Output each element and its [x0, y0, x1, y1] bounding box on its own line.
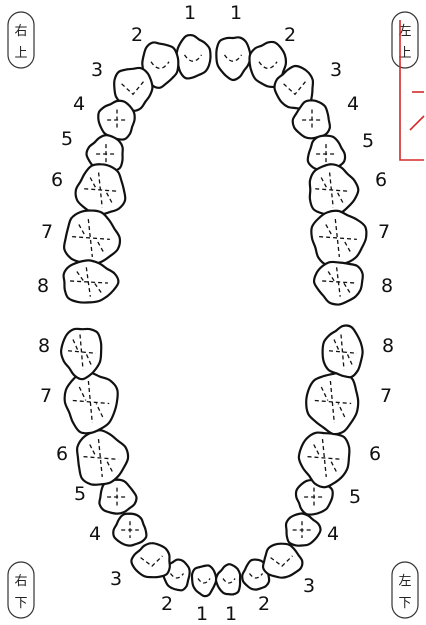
tooth-number-lower-right-7: 7 [40, 385, 52, 407]
quadrant-label-lower-left: 左 下 [392, 562, 418, 618]
tooth-number-lower-right-8: 8 [38, 335, 50, 357]
quadrant-upper-right-char-1: 右 [14, 24, 27, 39]
tooth-number-lower-right-3: 3 [110, 568, 122, 590]
tooth-upper-left-1 [216, 37, 250, 80]
tooth-outline-upper-left-7 [311, 211, 366, 266]
quadrant-lower-left-char-1: 左 [398, 574, 411, 589]
quadrant-label-upper-right: 右 上 [8, 12, 34, 68]
tooth-lower-right-6 [77, 430, 128, 485]
tooth-upper-right-4 [98, 101, 134, 140]
tooth-lower-left-7 [306, 372, 358, 434]
tooth-number-lower-right-2: 2 [161, 593, 173, 615]
tooth-outline-upper-right-1 [176, 35, 210, 78]
tooth-lower-left-3 [263, 544, 302, 578]
tooth-outline-lower-right-8 [61, 329, 101, 379]
quadrant-label-lower-right: 右 下 [8, 562, 34, 618]
tooth-number-lower-left-7: 7 [380, 385, 392, 407]
quadrant-lower-left-char-2: 下 [398, 596, 411, 611]
tooth-upper-left-7 [311, 211, 366, 266]
tooth-lower-right-1 [192, 565, 216, 596]
tooth-upper-left-6 [310, 164, 359, 214]
tooth-number-lower-right-5: 5 [74, 483, 86, 505]
tooth-number-upper-right-3: 3 [91, 59, 103, 81]
tooth-outline-lower-left-6 [299, 433, 350, 488]
tooth-number-lower-left-4: 4 [327, 523, 339, 545]
tooth-number-lower-left-5: 5 [349, 486, 361, 508]
quadrant-lower-right-char-2: 下 [14, 596, 27, 611]
tooth-lower-left-4 [286, 513, 321, 545]
tooth-upper-right-6 [76, 164, 126, 214]
quadrant-lower-right-char-1: 右 [14, 574, 27, 589]
tooth-outline-lower-right-1 [192, 565, 216, 596]
tooth-outline-upper-left-1 [216, 37, 250, 80]
tooth-number-upper-right-7: 7 [41, 221, 53, 243]
tooth-number-lower-left-3: 3 [303, 575, 315, 597]
quadrant-label-upper-left: 左 上 [392, 12, 418, 68]
quadrant-upper-right-char-2: 上 [14, 46, 27, 61]
tooth-lower-right-8 [61, 329, 101, 379]
tooth-lower-right-4 [113, 514, 146, 546]
tooth-number-lower-left-2: 2 [258, 593, 270, 615]
tooth-numbers-layer: 12345678123456781234567812345678 [37, 2, 394, 625]
tooth-number-upper-left-8: 8 [381, 275, 393, 297]
tooth-lower-right-3 [131, 543, 169, 577]
tooth-upper-right-1 [176, 35, 210, 78]
tooth-lower-left-8 [323, 326, 363, 378]
tooth-upper-right-7 [64, 210, 120, 264]
tooth-number-upper-left-1: 1 [230, 2, 242, 24]
tooth-number-lower-right-4: 4 [89, 523, 101, 545]
tooth-number-upper-left-7: 7 [378, 221, 390, 243]
tooth-number-lower-right-6: 6 [56, 443, 68, 465]
tooth-number-upper-right-2: 2 [131, 24, 143, 46]
tooth-upper-left-8 [314, 262, 363, 305]
tooth-number-upper-left-5: 5 [362, 130, 374, 152]
tooth-upper-right-8 [64, 260, 119, 302]
tooth-number-lower-left-1: 1 [225, 603, 237, 625]
teeth-layer [61, 35, 366, 596]
tooth-number-lower-left-8: 8 [382, 335, 394, 357]
tooth-number-upper-right-8: 8 [37, 275, 49, 297]
tooth-lower-right-7 [65, 373, 118, 434]
tooth-number-upper-right-1: 1 [184, 2, 196, 24]
tooth-number-upper-right-4: 4 [73, 93, 85, 115]
tooth-number-upper-left-2: 2 [284, 24, 296, 46]
tooth-number-lower-left-6: 6 [369, 443, 381, 465]
tooth-number-upper-left-3: 3 [330, 59, 342, 81]
tooth-number-upper-left-4: 4 [347, 93, 359, 115]
tooth-number-upper-left-6: 6 [375, 169, 387, 191]
tooth-outline-lower-right-7 [65, 373, 118, 434]
tooth-number-upper-right-6: 6 [51, 169, 63, 191]
tooth-lower-left-6 [299, 433, 350, 488]
tooth-number-upper-right-5: 5 [61, 128, 73, 150]
tooth-number-lower-right-1: 1 [196, 603, 208, 625]
tooth-outline-lower-right-3 [131, 543, 169, 577]
tooth-lower-left-1 [216, 564, 240, 594]
tooth-outline-lower-left-3 [263, 544, 302, 578]
tooth-outline-lower-left-1 [216, 564, 240, 594]
